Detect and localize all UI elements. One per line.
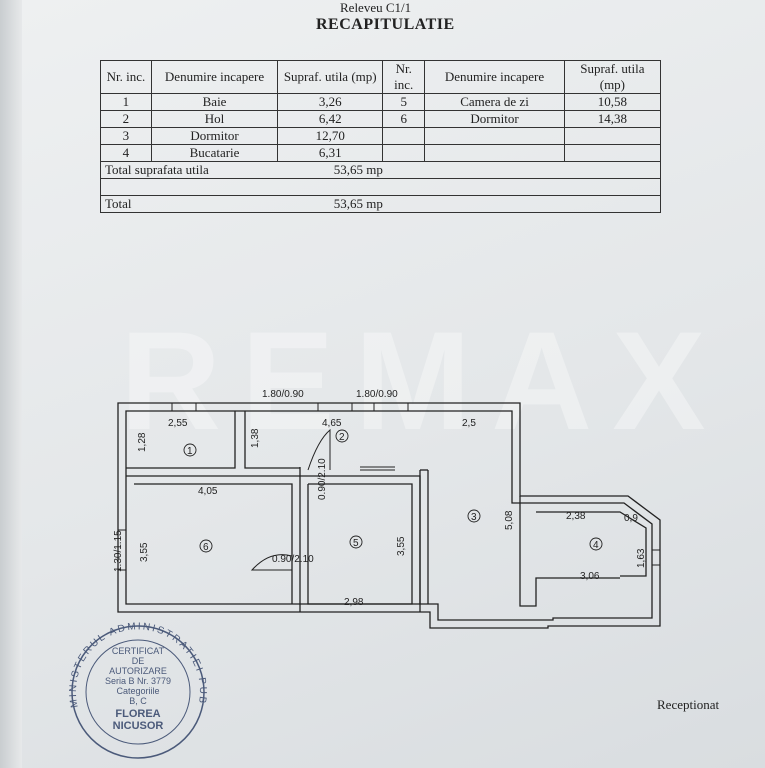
document-title: RECAPITULATIE — [316, 16, 455, 33]
dim-window-1: 1.80/0.90 — [262, 389, 304, 400]
dim-bath-width: 2,55 — [168, 418, 188, 429]
header-denumire: Denumire incapere — [150, 60, 279, 94]
cell-name: Bucatarie — [150, 144, 279, 162]
total-label: Total — [99, 195, 278, 213]
document-subtitle: Releveu C1/1 — [340, 0, 412, 15]
watermark-logo: REMAX — [120, 302, 726, 459]
stamp-line-6: B, C — [129, 696, 147, 706]
cell-nr: 5 — [382, 93, 426, 111]
stamp-line-3: AUTORIZARE — [109, 666, 167, 676]
official-stamp: MINISTERUL ADMINISTRATIEI PUBLICE CERTIF… — [58, 612, 218, 762]
total-row: Total 53,65 mp — [99, 195, 661, 213]
stamp-line-5: Categoriile — [116, 686, 160, 696]
dim-room3-height: 5,08 — [504, 510, 515, 530]
dim-window-2: 1.80/0.90 — [356, 389, 398, 400]
table-row: 1 Baie 3,26 5 Camera de zi 10,58 — [100, 93, 662, 111]
table-row: 3 Dormitor 12,70 — [100, 127, 662, 145]
cell-area: 10,58 — [563, 93, 662, 111]
room-number-5: 5 — [353, 538, 359, 549]
table-row: 4 Bucatarie 6,31 — [100, 144, 662, 162]
dim-window-left: 1.30/1.15 — [113, 530, 124, 572]
room-number-2: 2 — [339, 432, 345, 443]
dim-kitchen-width: 2,38 — [566, 511, 586, 522]
cell-area: 12,70 — [277, 127, 384, 145]
dim-living-height: 3,55 — [396, 536, 407, 556]
dim-bedroom6-height: 3,55 — [139, 542, 150, 562]
stamp-line-4: Seria B Nr. 3779 — [104, 676, 172, 686]
received-label: Receptionat — [657, 697, 720, 712]
page-fold-shadow — [0, 0, 22, 768]
dim-kitchen-bottom: 3,06 — [580, 571, 600, 582]
stamp-line-8: NICUSOR — [112, 720, 164, 732]
table-row: 2 Hol 6,42 6 Dormitor 14,38 — [100, 110, 662, 128]
total-value: 53,65 mp — [277, 195, 661, 213]
stamp-line-1: CERTIFICAT — [111, 646, 165, 656]
cell-area: 3,26 — [277, 93, 384, 111]
dim-hall-width: 4,65 — [322, 418, 342, 429]
dim-bedroom6-width: 4,05 — [198, 486, 218, 497]
header-nr-2: Nr. inc. — [382, 60, 426, 94]
header-denumire-2: Denumire incapere — [424, 60, 565, 94]
room-number-6: 6 — [203, 542, 209, 553]
table-header-row: Nr. inc. Denumire incapere Supraf. utila… — [100, 60, 662, 94]
dim-right-width: 2,5 — [462, 418, 476, 429]
dim-bath-height: 1,28 — [137, 432, 148, 452]
dim-living-width: 2,98 — [344, 597, 364, 608]
stamp-line-2: DE — [131, 656, 145, 666]
room-number-3: 3 — [471, 512, 477, 523]
dim-door-2: 0.90/2.10 — [272, 554, 314, 565]
cell-area: 14,38 — [563, 110, 662, 128]
stamp-line-7: FLOREA — [115, 708, 161, 720]
dim-kitchen-diagonal: 0,9 — [624, 513, 638, 524]
room-number-1: 1 — [187, 446, 193, 457]
total-useful-label: Total suprafata utila — [99, 161, 278, 179]
dim-hall-height: 1,38 — [250, 428, 261, 448]
dim-door-1: 0.90/2.10 — [317, 458, 328, 500]
recap-table: Nr. inc. Denumire incapere Supraf. utila… — [99, 60, 662, 213]
dim-kitchen-height: 1,63 — [636, 548, 647, 568]
header-supraf-2: Supraf. utila (mp) — [563, 60, 662, 94]
room-number-4: 4 — [593, 540, 599, 551]
